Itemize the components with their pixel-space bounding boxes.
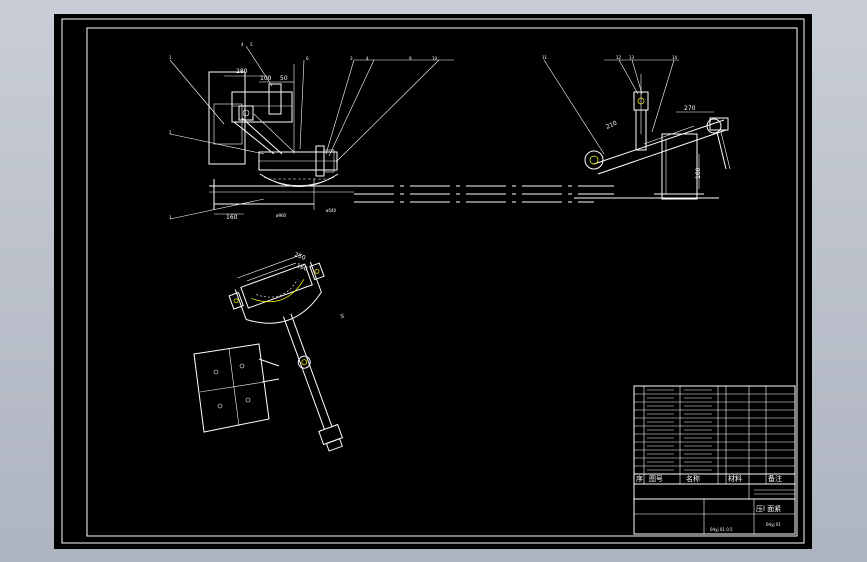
outer-border bbox=[61, 18, 805, 544]
side-view bbox=[169, 45, 614, 220]
dim-dia-540: ø540 bbox=[326, 208, 337, 213]
tb-header-code: 图号 bbox=[649, 475, 663, 483]
balloon-4a: 4 bbox=[241, 42, 244, 47]
plan-view bbox=[228, 254, 344, 452]
tb-title: 压l 面紧 bbox=[756, 504, 781, 513]
balloon-11: 11 bbox=[542, 55, 548, 60]
drawing-viewport[interactable]: 1 2 1 4 5 6 3 4 9 10 280 100 50 160 ø900… bbox=[54, 14, 812, 549]
dim-250: 250 bbox=[293, 251, 306, 262]
dim-160-height: 160 bbox=[695, 167, 702, 179]
balloon-9: 9 bbox=[409, 56, 412, 61]
dim-160-plan: 160 bbox=[295, 262, 308, 273]
balloon-2: 2 bbox=[169, 130, 172, 135]
dim-280: 280 bbox=[236, 68, 248, 75]
balloon-3: 3 bbox=[350, 56, 353, 61]
dim-100: 100 bbox=[260, 75, 272, 82]
tb-header-name: 名称 bbox=[686, 474, 700, 483]
balloon-10: 10 bbox=[432, 56, 438, 61]
tb-header-note: 备注 bbox=[768, 474, 782, 483]
balloon-4b: 4 bbox=[366, 56, 369, 61]
cad-drawing[interactable]: 1 2 1 4 5 6 3 4 9 10 280 100 50 160 ø900… bbox=[54, 14, 812, 549]
right-view bbox=[543, 59, 731, 200]
balloon-13: 13 bbox=[629, 55, 635, 60]
balloon-14: 14 bbox=[672, 55, 678, 60]
balloon-1b: 1 bbox=[169, 215, 172, 220]
mounting-plate bbox=[193, 343, 280, 433]
balloon-12: 12 bbox=[616, 55, 622, 60]
balloon-1a: 1 bbox=[169, 55, 172, 60]
tb-footer: 04yj 01 0.5 bbox=[710, 527, 733, 532]
balloon-6: 6 bbox=[306, 56, 309, 61]
dim-35: 35 bbox=[339, 313, 346, 320]
tb-header-material: 材料 bbox=[728, 474, 742, 483]
drawing-frame bbox=[86, 27, 798, 537]
dim-dia-900: ø900 bbox=[276, 213, 287, 218]
dim-50: 50 bbox=[280, 75, 288, 82]
tb-header-no: 序 bbox=[636, 474, 643, 483]
balloon-5: 5 bbox=[250, 42, 253, 47]
dim-210: 210 bbox=[605, 120, 619, 131]
title-block[interactable] bbox=[633, 385, 796, 535]
dim-160-base: 160 bbox=[226, 214, 238, 221]
tb-drawing-no: 04yj 01 bbox=[766, 522, 781, 527]
dim-270: 270 bbox=[684, 105, 696, 112]
